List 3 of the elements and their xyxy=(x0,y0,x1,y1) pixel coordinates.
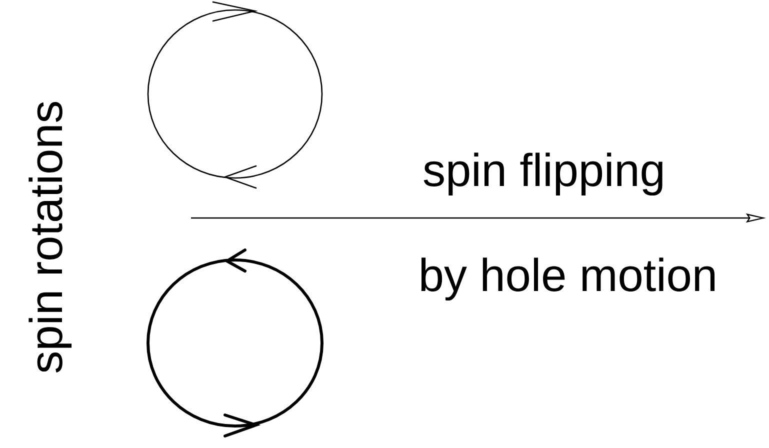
side-label: spin rotations xyxy=(28,102,72,373)
arrow-label: by hole motion xyxy=(421,258,715,301)
arrow-label: spin flipping xyxy=(424,152,662,196)
